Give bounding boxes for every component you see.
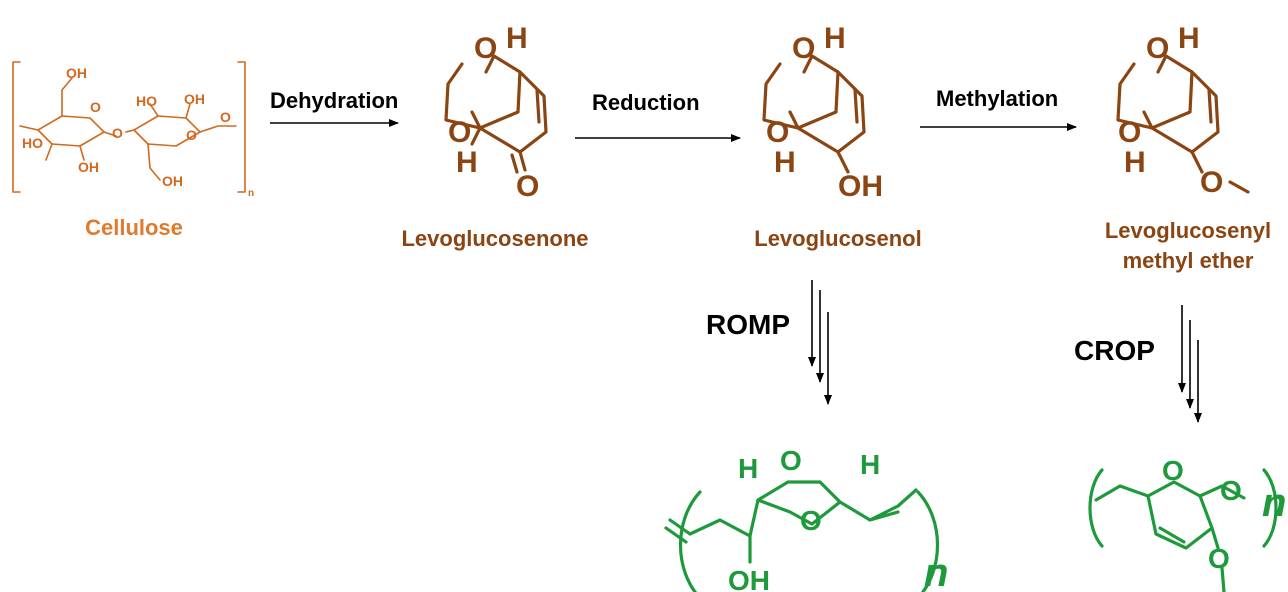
atom-o-ring: O [1118,116,1141,149]
romp-label: ROMP [706,309,790,340]
dehydration-label: Dehydration [270,88,398,113]
chain-left [688,498,760,538]
hashed-ome-bond [1190,150,1204,174]
alkene-ring [1150,70,1220,154]
cellulose-label: Cellulose [85,215,183,240]
carbonyl-bond [510,150,527,174]
bicyclic-core [762,54,840,130]
oh-bond-3 [79,145,85,161]
dioxolane-ring [756,480,842,526]
atom-o-ring: O [448,116,471,149]
crop-polymer-structure: O O O n [1088,455,1286,592]
ch2oh-1 [61,77,73,117]
chain-right [838,500,900,522]
reduction-label: Reduction [592,90,700,115]
oh-bond-ho [45,143,53,161]
atom-o-bridge: O [474,32,497,65]
romp-arrow [808,280,832,405]
atom-o-ring: O [1162,455,1184,486]
double-bond-ring [1207,88,1213,124]
atom-o-carbonyl: O [516,170,539,203]
atom-h-top: H [506,22,528,55]
backbone-left [1094,484,1150,502]
methylation-label: Methylation [936,86,1058,111]
atom-h-left: H [738,453,758,484]
levoglucosenyl-methyl-ether-structure: O H O H O [1116,22,1250,199]
levoglucosenyl-label-line1: Levoglucosenyl [1105,218,1271,243]
bicyclic-core [444,54,522,130]
enone-ring [478,70,548,154]
levoglucosenol-label: Levoglucosenol [754,226,921,251]
bracket-left [12,61,21,193]
atom-o-ring: O [766,116,789,149]
crop-arrow [1178,305,1202,423]
oh-bond-5 [185,103,191,119]
methyl-bond [1220,566,1226,592]
atom-o-top: O [780,445,802,476]
vinylene-right [896,488,918,508]
atom-h-low: H [456,146,478,179]
atom-h-right: H [860,449,880,480]
levoglucosenone-label: Levoglucosenone [401,226,588,251]
cellulose-structure: OH O HO OH O HO OH O O OH n [12,61,254,199]
crop-label: CROP [1074,335,1155,366]
atom-o-methoxy: O [1208,543,1230,574]
paren-left [678,490,702,592]
atom-oh: OH [78,159,99,175]
ome-bond [1210,526,1220,550]
h-bond-low [470,126,482,146]
atom-o: O [220,109,231,125]
atom-ho: HO [22,135,43,151]
bicyclic-core [1116,54,1194,130]
atom-o-ether: O [1200,166,1223,199]
atom-o: O [90,99,101,115]
hashed-oh-bond [836,150,850,174]
atom-oh: OH [184,91,205,107]
paren-right [916,490,940,592]
atom-o-chain: O [1220,475,1242,506]
atom-oh: OH [162,173,183,189]
atom-oh: OH [66,65,87,81]
alkene-ring [796,70,866,154]
atom-n: n [248,188,254,199]
atom-h-top: H [824,22,846,55]
ch2oh-2 [147,143,161,181]
atom-h-low: H [774,146,796,179]
double-bond-ring [853,88,859,124]
levoglucosenyl-label-line2: methyl ether [1123,248,1254,273]
atom-n: n [1262,481,1286,525]
levoglucosenol-structure: O H O H OH [762,22,883,203]
paren-left [1088,468,1104,548]
atom-ho: HO [136,93,157,109]
atom-oh: OH [728,565,770,592]
methyl-bond [1228,180,1250,194]
glyco-bond-1 [103,131,117,137]
atom-o: O [186,127,197,143]
oh-bond-4 [149,103,159,117]
double-bond-ring [1158,526,1186,544]
double-bond-ring [535,88,541,124]
chain-end-right [199,125,237,133]
atom-o-bridge: O [1146,32,1169,65]
atom-o-bridge: O [792,32,815,65]
atom-h-low: H [1124,146,1146,179]
glucose-ring-1 [37,115,105,147]
atom-h-top: H [1178,22,1200,55]
bracket-right [237,61,246,193]
paren-right [1262,468,1278,548]
levoglucosenone-structure: O H O H O [444,22,548,203]
backbone-right [1198,484,1246,500]
atom-oh: OH [838,170,883,203]
glyco-bond-2 [125,129,135,133]
chain-end-left [19,125,39,131]
atom-n: n [924,551,948,592]
atom-o: O [112,125,123,141]
vinylene-left-double [664,518,692,544]
romp-polymer-structure: H O H O OH n [664,445,948,592]
atom-o-bottom: O [800,505,822,536]
